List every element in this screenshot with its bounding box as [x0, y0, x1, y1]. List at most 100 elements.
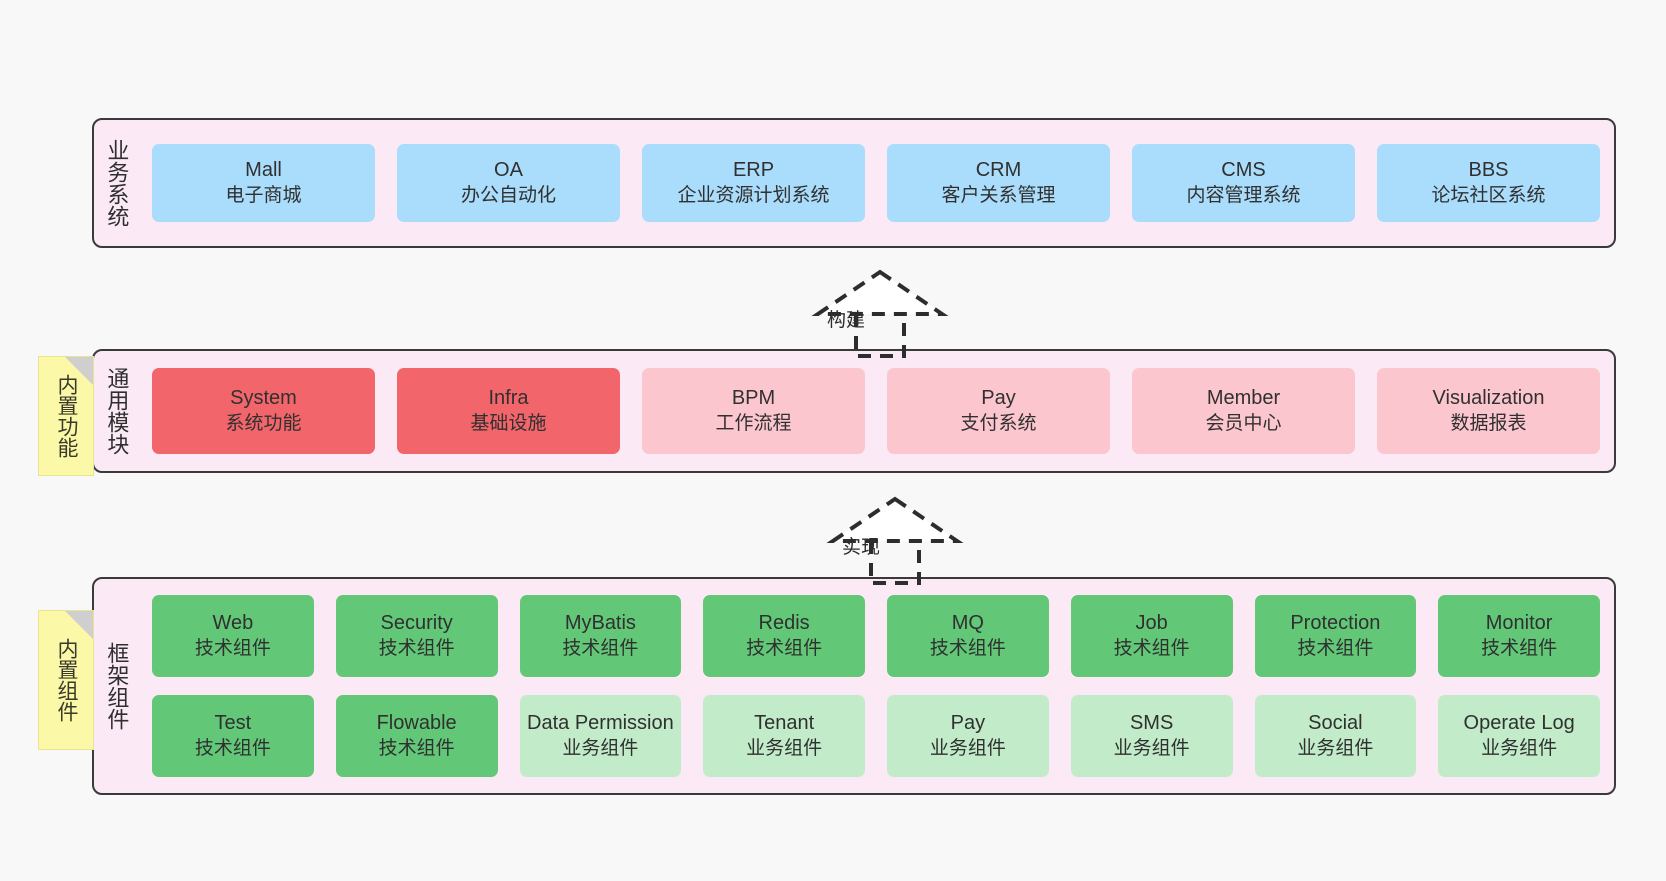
card-subtitle: 内容管理系统	[1186, 184, 1301, 206]
card-title: Job	[1135, 612, 1168, 635]
layer-common-modules: 通用模块 System 系统功能 Infra 基础设施 BPM 工作流程 Pay…	[92, 349, 1616, 473]
card-title: CMS	[1221, 159, 1266, 182]
card-subtitle: 支付系统	[960, 412, 1037, 434]
card-operate-log[interactable]: Operate Log 业务组件	[1438, 695, 1600, 777]
card-title: Test	[214, 712, 252, 735]
sticky-note-builtin-features: 内置功能	[38, 356, 94, 476]
card-erp[interactable]: ERP 企业资源计划系统	[642, 144, 865, 222]
card-sms[interactable]: SMS 业务组件	[1070, 695, 1233, 777]
card-mall[interactable]: Mall 电子商城	[152, 144, 375, 222]
card-title: Data Permission	[527, 712, 674, 735]
card-system[interactable]: System 系统功能	[152, 368, 375, 454]
card-visualization[interactable]: Visualization 数据报表	[1377, 368, 1600, 454]
card-title: Redis	[758, 612, 810, 635]
card-pay[interactable]: Pay 支付系统	[887, 368, 1110, 454]
card-bpm[interactable]: BPM 工作流程	[642, 368, 865, 454]
card-subtitle: 技术组件	[746, 637, 823, 659]
card-subtitle: 工作流程	[715, 412, 792, 434]
card-mybatis[interactable]: MyBatis 技术组件	[519, 595, 682, 677]
card-security[interactable]: Security 技术组件	[335, 595, 498, 677]
card-crm[interactable]: CRM 客户关系管理	[887, 144, 1110, 222]
card-title: ERP	[732, 159, 775, 182]
card-tenant[interactable]: Tenant 业务组件	[703, 695, 865, 777]
card-title: Mall	[245, 159, 282, 182]
card-row-technical: Web 技术组件 Security 技术组件 MyBatis 技术组件 Redi…	[152, 595, 1600, 677]
card-flowable[interactable]: Flowable 技术组件	[335, 695, 498, 777]
layer-business-systems: 业务系统 Mall 电子商城 OA 办公自动化 ERP 企业资源计划系统 CRM…	[92, 118, 1616, 248]
card-subtitle: 业务组件	[746, 737, 823, 759]
card-infra[interactable]: Infra 基础设施	[397, 368, 620, 454]
card-title: Monitor	[1485, 612, 1553, 635]
card-title: System	[230, 387, 297, 410]
card-subtitle: 会员中心	[1205, 412, 1282, 434]
card-subtitle: 技术组件	[562, 637, 639, 659]
connector-implement: 实现	[815, 495, 975, 585]
card-subtitle: 技术组件	[929, 637, 1006, 659]
card-monitor[interactable]: Monitor 技术组件	[1438, 595, 1600, 677]
card-title: MQ	[951, 612, 984, 635]
card-subtitle: 电子商城	[225, 184, 302, 206]
card-data-permission[interactable]: Data Permission 业务组件	[519, 695, 682, 777]
card-grid-business-systems: Mall 电子商城 OA 办公自动化 ERP 企业资源计划系统 CRM 客户关系…	[138, 120, 1614, 246]
layer-title-common-modules: 通用模块	[104, 367, 130, 455]
card-test[interactable]: Test 技术组件	[152, 695, 314, 777]
card-subtitle: 技术组件	[194, 637, 271, 659]
card-redis[interactable]: Redis 技术组件	[703, 595, 865, 677]
card-title: Member	[1206, 387, 1281, 410]
card-title: OA	[494, 159, 523, 182]
card-subtitle: 技术组件	[378, 637, 455, 659]
layer-title-framework-components: 框架组件	[104, 642, 130, 730]
card-oa[interactable]: OA 办公自动化	[397, 144, 620, 222]
card-title: Flowable	[376, 712, 457, 735]
card-title: BBS	[1468, 159, 1509, 182]
card-title: Operate Log	[1463, 712, 1575, 735]
card-title: Web	[212, 612, 254, 635]
card-title: Security	[380, 612, 453, 635]
card-protection[interactable]: Protection 技术组件	[1254, 595, 1417, 677]
connector-build: 构建	[800, 268, 960, 358]
card-job[interactable]: Job 技术组件	[1070, 595, 1233, 677]
card-pay-business[interactable]: Pay 业务组件	[887, 695, 1049, 777]
card-cms[interactable]: CMS 内容管理系统	[1132, 144, 1355, 222]
card-subtitle: 业务组件	[1113, 737, 1190, 759]
card-row-business: Test 技术组件 Flowable 技术组件 Data Permission …	[152, 695, 1600, 777]
card-subtitle: 系统功能	[225, 412, 302, 434]
sticky-note-label: 内置组件	[54, 638, 78, 722]
card-title: Protection	[1290, 612, 1381, 635]
connector-implement-arrow-icon	[826, 496, 964, 585]
card-bbs[interactable]: BBS 论坛社区系统	[1377, 144, 1600, 222]
card-subtitle: 技术组件	[1113, 637, 1190, 659]
card-subtitle: 技术组件	[378, 737, 455, 759]
card-title: Social	[1308, 712, 1363, 735]
card-subtitle: 客户关系管理	[941, 184, 1056, 206]
card-subtitle: 业务组件	[1481, 737, 1558, 759]
card-subtitle: 技术组件	[194, 737, 271, 759]
layer-title-business-systems: 业务系统	[104, 139, 130, 227]
card-title: CRM	[975, 159, 1022, 182]
card-title: Pay	[950, 712, 986, 735]
card-title: Visualization	[1432, 387, 1545, 410]
sticky-note-builtin-components: 内置组件	[38, 610, 94, 750]
card-subtitle: 业务组件	[562, 737, 639, 759]
card-title: Pay	[981, 387, 1016, 410]
card-title: BPM	[731, 387, 776, 410]
card-web[interactable]: Web 技术组件	[152, 595, 314, 677]
card-title: Tenant	[754, 712, 815, 735]
sticky-note-label: 内置功能	[54, 374, 78, 458]
card-subtitle: 论坛社区系统	[1431, 184, 1546, 206]
card-mq[interactable]: MQ 技术组件	[887, 595, 1049, 677]
card-subtitle: 业务组件	[1297, 737, 1374, 759]
card-subtitle: 企业资源计划系统	[677, 184, 830, 206]
layer-framework-components: 框架组件 Web 技术组件 Security 技术组件 MyBatis 技术组件…	[92, 577, 1616, 795]
card-subtitle: 技术组件	[1297, 637, 1374, 659]
card-subtitle: 数据报表	[1450, 412, 1527, 434]
card-title: Infra	[488, 387, 529, 410]
card-member[interactable]: Member 会员中心	[1132, 368, 1355, 454]
card-subtitle: 办公自动化	[460, 184, 556, 206]
connector-implement-label: 实现	[842, 537, 881, 558]
card-social[interactable]: Social 业务组件	[1254, 695, 1417, 777]
card-grid-framework-components: Web 技术组件 Security 技术组件 MyBatis 技术组件 Redi…	[138, 579, 1614, 793]
card-title: SMS	[1129, 712, 1174, 735]
connector-build-arrow-icon	[811, 269, 949, 358]
